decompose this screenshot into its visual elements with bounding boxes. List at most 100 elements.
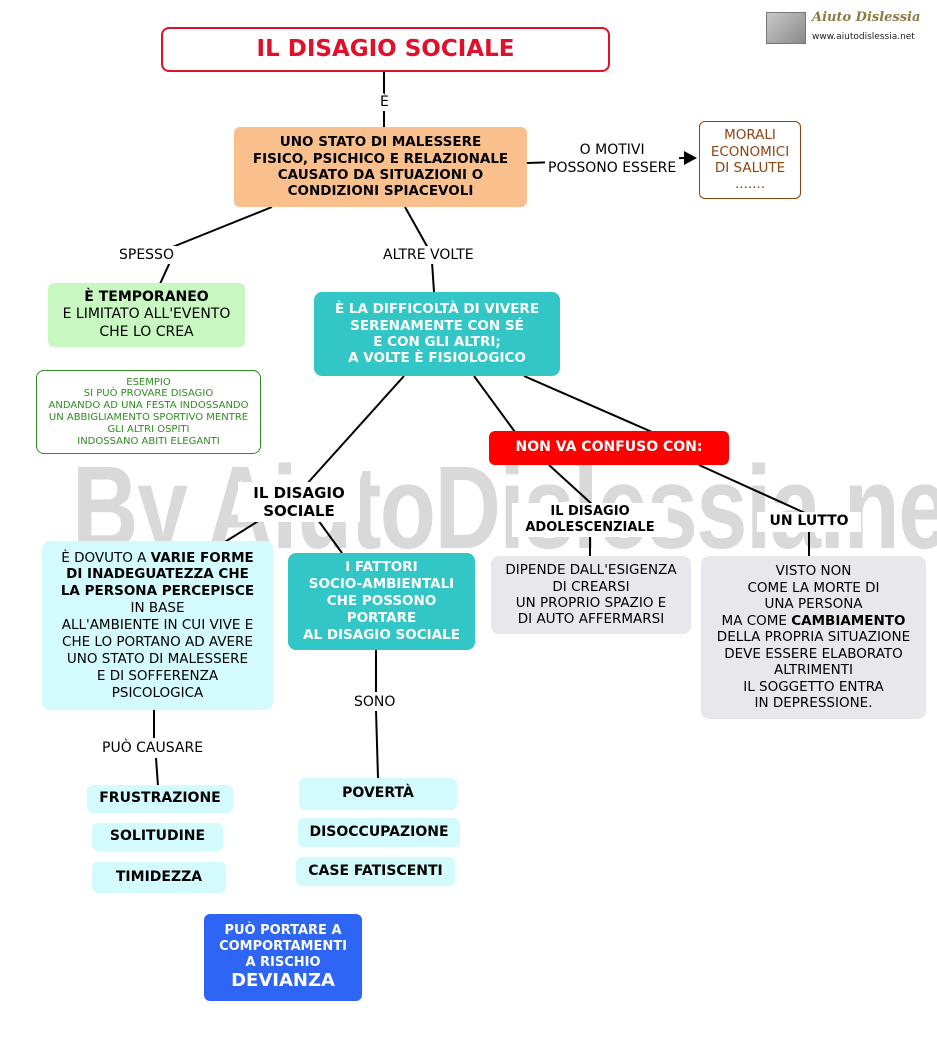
lutto-desc-ma-come: MA COME CAMBIAMENTO — [722, 613, 906, 629]
dovuto-line: PSICOLOGICA — [111, 684, 204, 701]
dovuto-line: CHE LO PORTANO AD AVERE — [62, 633, 253, 650]
esempio-line: ESEMPIO — [126, 376, 171, 388]
devianza-line: PUÒ PORTARE A — [224, 923, 342, 939]
disagio-sociale-line: IL DISAGIO — [253, 484, 345, 502]
devianza-line: COMPORTAMENTI — [219, 938, 347, 954]
label-spesso: SPESSO — [116, 246, 177, 264]
effetto-label: SOLITUDINE — [109, 828, 206, 845]
fattori-line: PORTARE — [346, 609, 417, 626]
motivi-item: DI SALUTE — [714, 160, 786, 176]
lutto-desc-line: DEVE ESSERE ELABORATO — [724, 645, 903, 662]
motivi-box: MORALI ECONOMICI DI SALUTE ....... — [699, 121, 801, 199]
aiuto-dislessia-logo: Aiuto Dislessia www.aiutodislessia.net — [766, 10, 921, 46]
definition-line: CONDIZIONI SPIACEVOLI — [287, 183, 474, 200]
disagio-sociale-node: IL DISAGIO SOCIALE — [238, 482, 360, 522]
motivi-item: MORALI — [724, 127, 776, 144]
title-box: IL DISAGIO SOCIALE — [161, 27, 610, 72]
temporaneo-title: È TEMPORANEO — [84, 289, 209, 306]
esempio-line: ANDANDO AD UNA FESTA INDOSSANDO — [48, 400, 249, 412]
dovuto-line: E DI SOFFERENZA — [96, 667, 219, 684]
definition-line: UNO STATO DI MALESSERE — [279, 134, 482, 151]
adolescenziale-desc-line: DI CREARSI — [552, 578, 630, 595]
temporaneo-line: CHE LO CREA — [99, 323, 194, 340]
lutto-desc-box: VISTO NON COME LA MORTE DI UNA PERSONA M… — [701, 556, 926, 719]
adolescenziale-title-line: IL DISAGIO — [550, 504, 630, 520]
adolescenziale-desc-line: DIPENDE DALL'ESIGENZA — [505, 562, 677, 579]
fattori-line: CHE POSSONO — [326, 593, 437, 610]
logo-title: Aiuto Dislessia — [812, 10, 921, 25]
lutto-desc-line: COME LA MORTE DI — [747, 579, 880, 596]
definition-box: UNO STATO DI MALESSERE FISICO, PSICHICO … — [234, 127, 527, 207]
adolescenziale-desc-box: DIPENDE DALL'ESIGENZA DI CREARSI UN PROP… — [491, 556, 691, 634]
logo-book-icon — [766, 12, 806, 44]
temporaneo-box: È TEMPORANEO E LIMITATO ALL'EVENTO CHE L… — [48, 283, 245, 347]
difficolta-line: È LA DIFFICOLTÀ DI VIVERE — [334, 301, 540, 318]
esempio-line: INDOSSANO ABITI ELEGANTI — [77, 435, 220, 447]
definition-line: CAUSATO DA SITUAZIONI O — [277, 167, 484, 183]
causa-case-fatiscenti: CASE FATISCENTI — [296, 857, 455, 886]
motivi-item: ....... — [734, 176, 766, 193]
difficolta-line: E CON GLI ALTRI; — [373, 334, 501, 350]
non-confuso-box: NON VA CONFUSO CON: — [489, 431, 729, 465]
dovuto-prefix: È DOVUTO A — [61, 549, 151, 566]
definition-line: FISICO, PSICHICO E RELAZIONALE — [252, 150, 509, 167]
lutto-node: UN LUTTO — [757, 512, 861, 532]
dovuto-line: UNO STATO DI MALESSERE — [66, 650, 249, 667]
lutto-desc-line: VISTO NON — [775, 563, 852, 580]
dovuto-line: IN BASE — [130, 600, 185, 617]
lutto-title: UN LUTTO — [769, 513, 849, 530]
causa-label: DISOCCUPAZIONE — [309, 823, 449, 840]
causa-label: CASE FATISCENTI — [308, 862, 443, 879]
causa-disoccupazione: DISOCCUPAZIONE — [298, 818, 460, 847]
dovuto-line-1: È DOVUTO A VARIE FORME — [61, 550, 254, 567]
adolescenziale-title-line: ADOLESCENZIALE — [525, 520, 655, 535]
esempio-line: GLI ALTRI OSPITI — [107, 423, 190, 435]
effetto-timidezza: TIMIDEZZA — [92, 862, 226, 893]
devianza-big: DEVIANZA — [231, 970, 335, 992]
logo-url: www.aiutodislessia.net — [812, 32, 915, 42]
effetto-label: TIMIDEZZA — [115, 868, 203, 885]
effetto-label: FRUSTRAZIONE — [99, 790, 221, 807]
esempio-line: UN ABBIGLIAMENTO SPORTIVO MENTRE — [48, 412, 249, 423]
fattori-line: SOCIO-AMBIENTALI — [308, 576, 455, 593]
fattori-box: I FATTORI SOCIO-AMBIENTALI CHE POSSONO P… — [288, 553, 475, 650]
label-o-motivi-line1: O MOTIVI — [579, 142, 645, 158]
lutto-cambiamento: CAMBIAMENTO — [791, 612, 906, 629]
label-puo-causare: PUÒ CAUSARE — [99, 739, 207, 757]
lutto-ma-come: MA COME — [721, 612, 792, 629]
lutto-desc-line: ALTRIMENTI — [773, 662, 853, 679]
difficolta-line: A VOLTE È FISIOLOGICO — [348, 350, 526, 367]
label-sono: SONO — [351, 693, 399, 711]
disagio-sociale-line: SOCIALE — [263, 502, 335, 520]
fattori-line: AL DISAGIO SOCIALE — [303, 626, 460, 643]
dovuto-bold-3: LA PERSONA PERCEPISCE — [60, 583, 255, 600]
lutto-desc-line: IL SOGGETTO ENTRA — [743, 678, 884, 695]
lutto-desc-line: IN DEPRESSIONE. — [754, 695, 873, 712]
dovuto-bold-2: DI INADEGUATEZZA CHE — [66, 566, 249, 583]
difficolta-line: SERENAMENTE CON SÉ — [350, 317, 524, 334]
causa-label: POVERTÀ — [342, 785, 414, 802]
lutto-desc-line: UNA PERSONA — [764, 596, 863, 613]
label-altre-volte: ALTRE VOLTE — [380, 246, 477, 264]
devianza-line: A RISCHIO — [245, 954, 321, 970]
devianza-box: PUÒ PORTARE A COMPORTAMENTI A RISCHIO DE… — [204, 914, 362, 1001]
esempio-line: SI PUÒ PROVARE DISAGIO — [83, 388, 214, 400]
difficolta-box: È LA DIFFICOLTÀ DI VIVERE SERENAMENTE CO… — [314, 292, 560, 376]
effetto-solitudine: SOLITUDINE — [92, 823, 223, 851]
dovuto-bold-1: VARIE FORME — [150, 549, 254, 566]
fattori-line: I FATTORI — [345, 559, 418, 576]
lutto-desc-line: DELLA PROPRIA SITUAZIONE — [716, 629, 911, 646]
dovuto-line: ALL'AMBIENTE IN CUI VIVE E — [61, 617, 254, 634]
non-confuso-text: NON VA CONFUSO CON: — [515, 439, 703, 456]
page-title: IL DISAGIO SOCIALE — [256, 36, 515, 63]
motivi-item: ECONOMICI — [710, 143, 790, 160]
dovuto-box: È DOVUTO A VARIE FORME DI INADEGUATEZZA … — [42, 541, 273, 710]
adolescenziale-desc-line: DI AUTO AFFERMARSI — [517, 611, 665, 628]
label-e: È — [377, 93, 392, 111]
temporaneo-line: E LIMITATO ALL'EVENTO — [62, 306, 231, 323]
adolescenziale-node: IL DISAGIO ADOLESCENZIALE — [512, 503, 668, 537]
causa-poverta: POVERTÀ — [299, 778, 457, 810]
adolescenziale-desc-line: UN PROPRIO SPAZIO E — [515, 595, 667, 611]
label-o-motivi-line2: POSSONO ESSERE — [548, 160, 677, 176]
effetto-frustrazione: FRUSTRAZIONE — [87, 785, 233, 813]
